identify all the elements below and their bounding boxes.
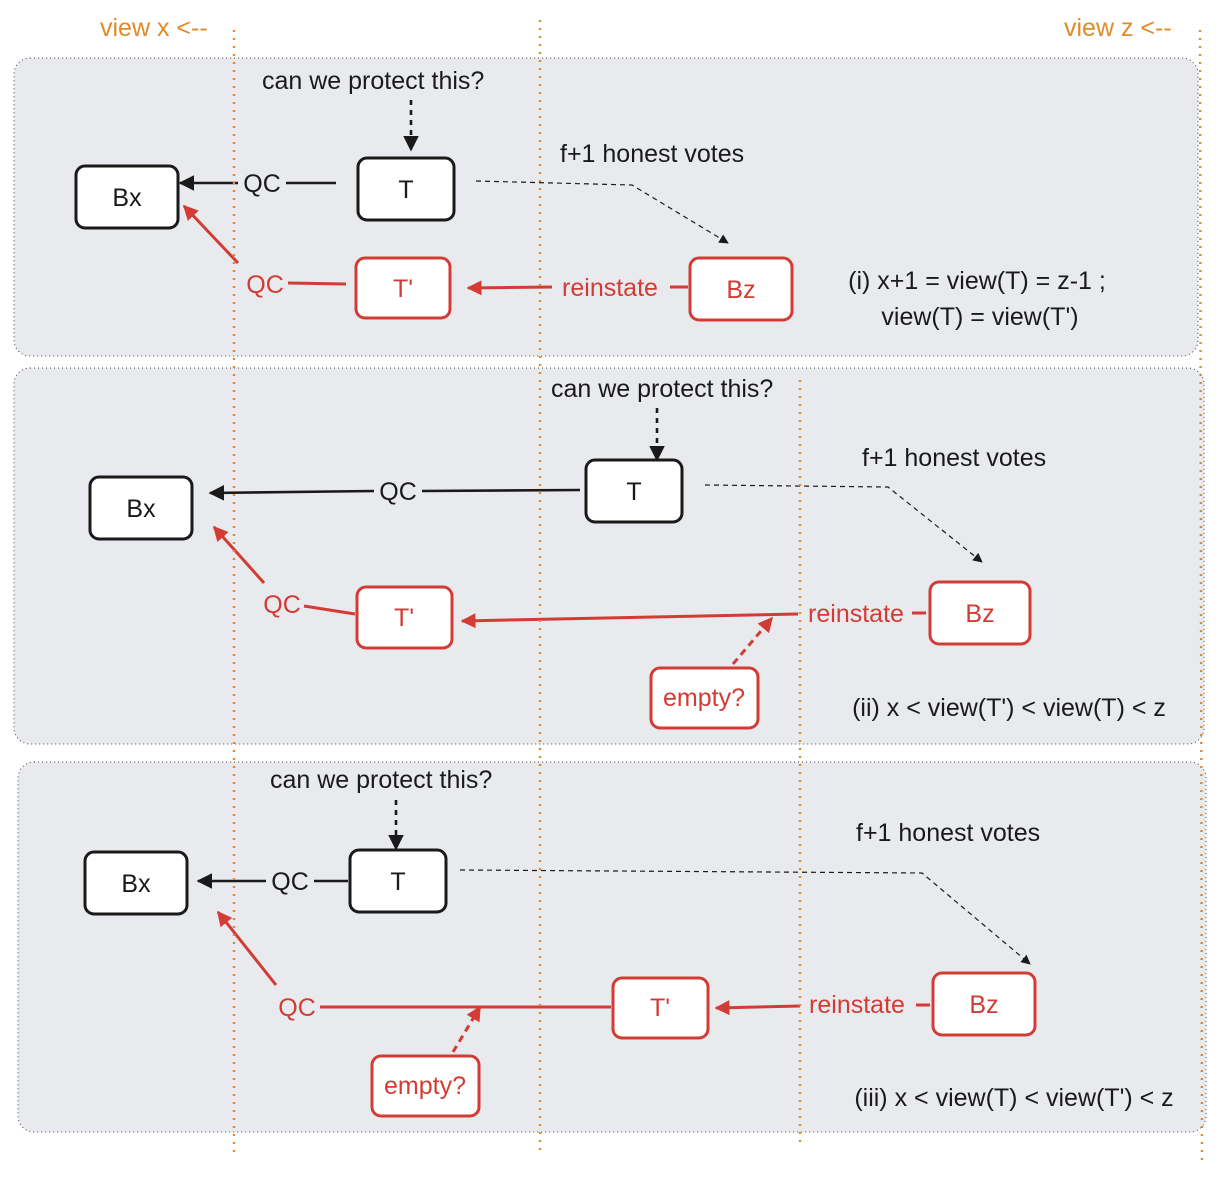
panel-1-caption-line2: view(T) = view(T') (881, 303, 1078, 331)
panel-3-bz-box (931, 971, 1037, 1037)
panel-3-bx-box (83, 850, 189, 916)
panel-3-votes-arrow (459, 869, 1031, 965)
panel-1-caption-line1: (i) x+1 = view(T) = z-1 ; (848, 267, 1106, 295)
panel-1: can we protect this? f+1 honest votes Bx… (74, 67, 1106, 331)
panel-2-t-label: T (626, 478, 641, 506)
panel-2-qc-black: QC (379, 478, 417, 506)
panel-3: can we protect this? f+1 honest votes Bx… (83, 766, 1174, 1118)
panel-3-qc-red-arrow (216, 910, 278, 986)
panel-3-qc-red: QC (278, 994, 316, 1022)
panel-1-votes-arrow (475, 180, 729, 244)
panel-2-empty-box (649, 666, 760, 730)
panel-3-t-label: T (390, 868, 405, 896)
panel-1-qc-red: QC (246, 271, 284, 299)
panel-3-question: can we protect this? (270, 766, 492, 794)
panel-1-reinstate-label: reinstate (562, 274, 658, 302)
panel-2-bz-box (928, 580, 1032, 646)
panel-2-qc-red-arrow (212, 525, 266, 584)
panel-1-bx-box (74, 164, 180, 230)
panel-2: can we protect this? f+1 honest votes Bx… (88, 375, 1166, 730)
panel-1-bz-box (688, 256, 794, 322)
panel-2-bx-label: Bx (126, 495, 156, 523)
panel-2-bz-label: Bz (965, 600, 994, 628)
panel-1-reinstate-edge-left (466, 280, 553, 296)
panel-2-qc-red-edge (303, 604, 356, 616)
panel-1-qc-red-arrow (182, 204, 240, 265)
panel-1-bz-label: Bz (726, 276, 755, 304)
panel-2-bx-box (88, 475, 194, 541)
panel-1-tprime-box (354, 256, 452, 320)
panel-2-qc-red: QC (263, 591, 301, 619)
panel-1-t-box (356, 156, 456, 222)
panel-2-votes-arrow (704, 484, 983, 563)
panel-1-background (13, 57, 1199, 357)
panel-3-caption: (iii) x < view(T) < view(T') < z (854, 1084, 1173, 1112)
panel-1-question: can we protect this? (262, 67, 484, 95)
panel-1-qc-red-edge (287, 281, 347, 286)
panel-2-empty-arrow (731, 616, 774, 665)
panel-3-bx-label: Bx (121, 870, 151, 898)
panel-3-empty-label: empty? (384, 1072, 466, 1100)
panel-3-reinstate-edge-left (714, 1000, 801, 1016)
panel-1-bx-label: Bx (112, 184, 142, 212)
panel-1-tprime-label: T' (393, 275, 413, 303)
view-z-label: view z <-- (1064, 14, 1172, 42)
panel-2-caption: (ii) x < view(T') < view(T) < z (852, 694, 1166, 722)
panel-3-empty-arrow (451, 1005, 482, 1053)
panel-3-qc-black: QC (271, 868, 309, 896)
panel-2-qc-edge-left (208, 485, 375, 501)
panel-2-empty-label: empty? (663, 684, 745, 712)
panel-1-t-label: T (398, 176, 413, 204)
panel-2-qc-edge-right (421, 488, 581, 493)
panel-3-bz-label: Bz (969, 991, 998, 1019)
view-x-label: view x <-- (100, 14, 208, 42)
panel-2-background (13, 367, 1205, 745)
panel-2-votes: f+1 honest votes (862, 444, 1046, 472)
panel-3-background (17, 761, 1207, 1133)
panel-1-votes: f+1 honest votes (560, 140, 744, 168)
panel-3-tprime-box (611, 976, 710, 1040)
panel-2-reinstate-label: reinstate (808, 600, 904, 628)
panel-3-empty-box (370, 1054, 481, 1118)
panel-2-tprime-label: T' (394, 604, 414, 632)
panel-backgrounds (13, 57, 1207, 1133)
panel-2-t-box (584, 458, 684, 524)
panel-2-tprime-box (355, 585, 454, 650)
panel-3-tprime-label: T' (650, 994, 670, 1022)
panel-2-question: can we protect this? (551, 375, 773, 403)
panel-1-qc-black: QC (243, 170, 281, 198)
view-boundary-lines (232, 20, 1204, 1161)
panel-3-t-box (348, 848, 448, 914)
panel-2-reinstate-edge-left (460, 612, 799, 629)
panel-3-votes: f+1 honest votes (856, 819, 1040, 847)
panel-3-reinstate-label: reinstate (809, 991, 905, 1019)
